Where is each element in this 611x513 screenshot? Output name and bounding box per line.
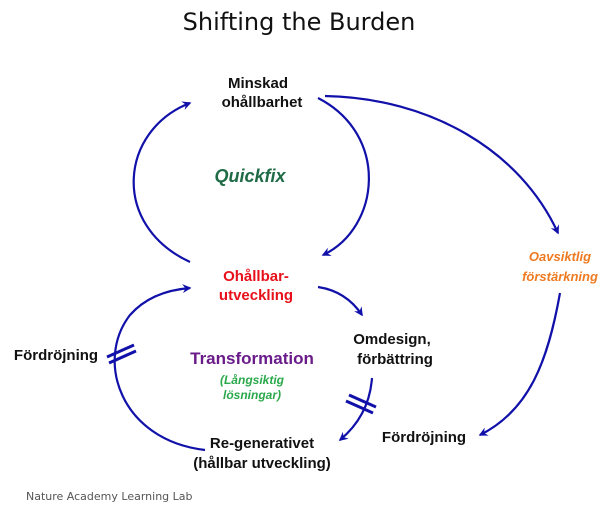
edge-oavsiktlig-to-fordrojning [478, 292, 562, 436]
node-ohallbar-line2: utveckling [219, 287, 293, 304]
edge-ohallbar-to-omdesign [317, 285, 363, 317]
loop-label-transformation: Transformation [190, 349, 314, 368]
node-ohallbar-line1: Ohållbar- [223, 268, 289, 285]
edge-minskad-to-ohallbar [317, 97, 370, 256]
delay-label-left: Fördröjning [14, 347, 98, 364]
edges [113, 94, 562, 452]
node-regen-line2: (hållbar utveckling) [193, 455, 331, 472]
delay-label-right: Fördröjning [382, 429, 466, 446]
edge-ohallbar-to-minskad [132, 101, 192, 263]
edge-regen-to-ohallbar [113, 284, 206, 452]
node-regenerativet: Re-generativet (hållbar utveckling) [193, 435, 331, 472]
edge-omdesign-to-regen [338, 377, 374, 441]
node-minskad-ohallbarhet: Minskad ohållbarhet [222, 75, 303, 111]
node-omdesign-line2: förbättring [357, 351, 433, 368]
footer-credit: Nature Academy Learning Lab [26, 490, 193, 503]
delay-marker-right [345, 393, 377, 415]
delay-marker-left [106, 343, 137, 365]
node-minskad-line1: Minskad [228, 75, 288, 92]
edge-minskad-to-oavsiktlig [324, 94, 559, 235]
loop-label-longterm-line1: (Långsiktig [220, 373, 285, 387]
node-ohallbar-utveckling: Ohållbar- utveckling [219, 268, 293, 304]
loop-label-quickfix: Quickfix [214, 166, 286, 186]
node-regen-line1: Re-generativet [210, 435, 314, 452]
node-minskad-line2: ohållbarhet [222, 94, 303, 111]
loop-label-longterm-line2: lösningar) [223, 388, 281, 402]
node-omdesign-forbattring: Omdesign, förbättring [353, 331, 433, 368]
loop-label-oavsiktlig-line2: förstärkning [522, 269, 598, 284]
node-omdesign-line1: Omdesign, [353, 331, 431, 348]
diagram-title: Shifting the Burden [183, 8, 416, 36]
loop-label-oavsiktlig-line1: Oavsiktlig [529, 249, 591, 264]
